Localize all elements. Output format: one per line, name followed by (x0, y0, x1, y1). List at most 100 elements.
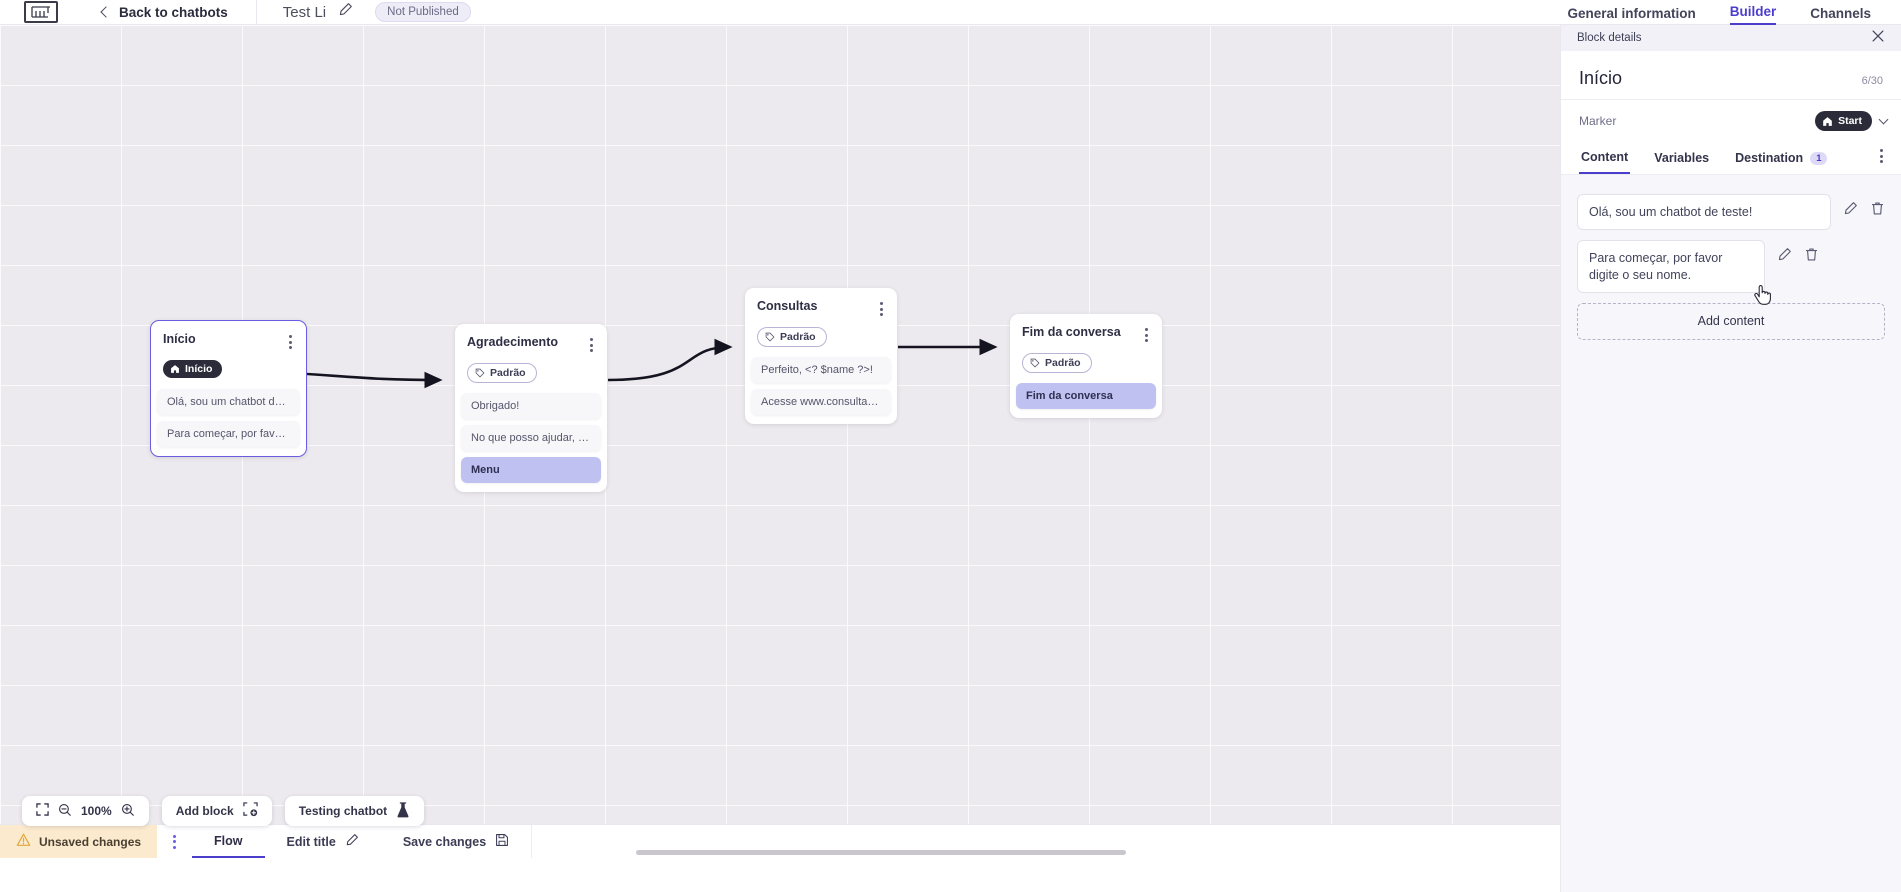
flow-node-inicio[interactable]: Início Início Olá, sou um chatbot de tes… (150, 320, 307, 457)
panel-marker-label: Marker (1579, 114, 1617, 128)
panel-title-row: Início 6/30 (1561, 51, 1901, 100)
pencil-icon (345, 833, 359, 850)
fit-screen-icon[interactable] (36, 803, 49, 819)
chatbot-title: Test Li (282, 3, 327, 21)
kebab-menu-icon[interactable] (287, 332, 294, 352)
block-details-panel: Block details Início 6/30 Marker Start (1560, 25, 1901, 892)
panel-header-title: Block details (1577, 32, 1642, 44)
node-marker-chip[interactable]: Padrão (757, 327, 827, 347)
home-icon (1823, 116, 1832, 126)
zoom-level: 100% (81, 804, 112, 818)
unsaved-changes-label: Unsaved changes (39, 834, 142, 849)
node-row[interactable]: Olá, sou um chatbot de teste! (157, 389, 300, 415)
node-row[interactable]: Perfeito, <? $name ?>! (751, 357, 891, 383)
panel-tab-destination-label: Destination (1735, 151, 1804, 165)
flow-node-fim-da-conversa[interactable]: Fim da conversa Padrão Fim da conversa (1010, 314, 1162, 418)
trash-icon[interactable] (1870, 194, 1885, 221)
home-icon (171, 365, 179, 373)
chevron-left-icon (100, 5, 112, 18)
node-title: Consultas (757, 299, 818, 313)
panel-tab-destination[interactable]: Destination 1 (1733, 145, 1829, 173)
kebab-menu-icon[interactable] (878, 299, 885, 319)
node-marker-chip[interactable]: Padrão (1022, 353, 1092, 373)
node-header: Agradecimento (455, 324, 607, 355)
pencil-icon[interactable] (1843, 194, 1858, 221)
panel-char-count: 6/30 (1861, 75, 1883, 87)
zoom-out-icon[interactable] (58, 803, 72, 820)
flow-node-consultas[interactable]: Consultas Padrão Perfeito, <? $name ?>! … (745, 288, 897, 424)
panel-tab-content[interactable]: Content (1579, 144, 1631, 174)
zoom-in-icon[interactable] (121, 803, 135, 820)
canvas-toolbar: 100% Add block Testing chatbot (22, 796, 425, 826)
chevron-down-icon[interactable] (1878, 114, 1889, 124)
status-badge: Not Published (375, 2, 471, 22)
node-row[interactable]: Menu (461, 457, 601, 483)
save-changes-label: Save changes (402, 834, 487, 849)
content-item: Para começar, por favor digite o seu nom… (1577, 240, 1885, 293)
unsaved-changes-indicator: Unsaved changes (0, 825, 158, 858)
back-to-chatbots-label: Back to chatbots (119, 4, 228, 20)
kebab-menu-icon[interactable] (588, 335, 595, 355)
panel-tabs-kebab[interactable] (1878, 146, 1885, 172)
status-bar: Unsaved changes Flow Edit title Save cha… (0, 824, 1560, 858)
testing-chatbot-button[interactable]: Testing chatbot (284, 796, 425, 826)
back-to-chatbots-button[interactable]: Back to chatbots (100, 4, 228, 20)
warning-triangle-icon (16, 833, 31, 850)
top-bar: Back to chatbots Test Li Not Published G… (0, 0, 1901, 25)
node-row[interactable]: Acesse www.consultas.com par... (751, 389, 891, 415)
edit-title-label: Edit title (286, 834, 336, 849)
panel-tab-variables[interactable]: Variables (1652, 145, 1711, 173)
pencil-icon[interactable] (1777, 240, 1792, 267)
add-block-button[interactable]: Add block (161, 796, 272, 826)
panel-body: Início 6/30 Marker Start Content (1561, 51, 1901, 892)
tab-builder[interactable]: Builder (1729, 4, 1777, 25)
add-content-button[interactable]: Add content (1577, 302, 1885, 340)
canvas-horizontal-scrollbar[interactable] (636, 850, 1126, 855)
tag-icon (475, 368, 485, 378)
content-text[interactable]: Olá, sou um chatbot de teste! (1577, 194, 1831, 231)
tab-channels[interactable]: Channels (1810, 5, 1871, 21)
node-marker-chip[interactable]: Início (163, 360, 223, 378)
trash-icon[interactable] (1804, 240, 1819, 267)
add-content-label: Add content (1697, 314, 1765, 329)
pencil-icon[interactable] (338, 2, 353, 22)
node-rows: Perfeito, <? $name ?>! Acesse www.consul… (745, 357, 897, 415)
status-kebab-menu[interactable] (157, 825, 192, 858)
save-changes-button[interactable]: Save changes (381, 825, 531, 858)
status-bar-filler (531, 825, 1560, 858)
content-text[interactable]: Para começar, por favor digite o seu nom… (1577, 240, 1765, 293)
flow-label: Flow (214, 833, 243, 848)
node-marker-label: Padrão (780, 331, 816, 343)
node-row[interactable]: Fim da conversa (1016, 383, 1156, 409)
node-row[interactable]: Para começar, por favor digite o ... (157, 421, 300, 447)
testing-chatbot-label: Testing chatbot (298, 804, 388, 818)
node-row[interactable]: No que posso ajudar, <? $name ... (461, 425, 601, 451)
panel-tab-destination-badge: 1 (1810, 151, 1828, 165)
node-title: Fim da conversa (1022, 325, 1121, 339)
flow-node-agradecimento[interactable]: Agradecimento Padrão Obrigado! No que po… (455, 324, 607, 492)
kebab-menu-icon[interactable] (1143, 325, 1150, 345)
node-rows: Obrigado! No que posso ajudar, <? $name … (455, 393, 607, 483)
flow-canvas[interactable]: Início Início Olá, sou um chatbot de tes… (0, 25, 1560, 858)
node-marker-label: Padrão (1045, 357, 1081, 369)
kebab-menu-icon[interactable] (171, 832, 178, 852)
kebab-menu-icon[interactable] (1878, 146, 1885, 166)
marker-start-chip[interactable]: Start (1815, 111, 1872, 131)
node-header: Fim da conversa (1010, 314, 1162, 345)
close-icon[interactable] (1871, 29, 1885, 48)
add-block-icon (243, 802, 258, 820)
node-row[interactable]: Obrigado! (461, 393, 601, 419)
panel-header: Block details (1561, 25, 1901, 51)
app-logo-icon[interactable] (24, 1, 58, 23)
mouse-cursor-icon (1754, 284, 1772, 311)
panel-tab-content-label: Content (1581, 150, 1629, 164)
status-tab-flow[interactable]: Flow (192, 825, 265, 858)
top-divider (255, 0, 257, 25)
edit-title-button[interactable]: Edit title (265, 825, 381, 858)
zoom-controls[interactable]: 100% (22, 796, 149, 826)
node-marker-chip[interactable]: Padrão (467, 363, 537, 383)
panel-tab-variables-label: Variables (1654, 151, 1710, 165)
node-marker-label: Início (185, 363, 213, 375)
tab-general-information[interactable]: General information (1567, 5, 1696, 21)
